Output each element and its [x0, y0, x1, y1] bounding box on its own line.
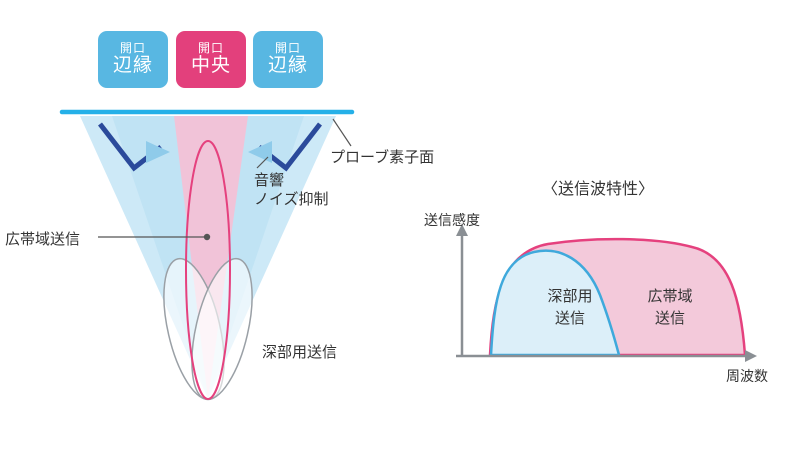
aperture-box-center: 開口 中央	[176, 31, 246, 88]
x-axis-arrow-icon	[745, 350, 757, 362]
aperture-box-label-bottom: 中央	[190, 55, 231, 77]
aperture-box-label-top: 開口	[274, 40, 301, 55]
noise-suppression-label-line1: 音響	[254, 172, 285, 189]
inward-arrow-left-icon	[146, 141, 170, 163]
deep-transmit-label: 深部用送信	[262, 344, 338, 361]
aperture-box-label-top: 開口	[119, 40, 146, 55]
graph-title: 〈送信波特性〉	[542, 181, 655, 198]
aperture-box-edge-left: 開口 辺縁	[98, 31, 168, 88]
probe-label-leader-line	[332, 118, 352, 147]
inward-arrow-right-icon	[248, 141, 272, 163]
noise-suppression-label-line2: ノイズ抑制	[254, 191, 329, 208]
graph-deep-series-label-line2: 送信	[554, 309, 585, 327]
aperture-box-edge-right: 開口 辺縁	[253, 31, 323, 88]
noise-label-leader-line	[256, 156, 269, 169]
wideband-pointer-dot	[203, 233, 211, 241]
graph-deep-series-label: 深部用 送信	[538, 286, 602, 330]
center-pink-band	[174, 116, 248, 399]
aperture-box-label-bottom: 辺縁	[112, 55, 153, 77]
graph-wideband-series-label-line1: 広帯域	[647, 288, 693, 305]
graph-wideband-series-label: 広帯域 送信	[638, 286, 702, 330]
graph-deep-curve	[489, 249, 621, 357]
graph-x-axis-label: 周波数	[726, 368, 768, 384]
y-axis-arrow-icon	[456, 224, 468, 236]
probe-surface-label: プローブ素子面	[330, 149, 435, 166]
wideband-beam-outline	[185, 140, 231, 400]
wideband-transmit-label: 広帯域送信	[5, 231, 81, 248]
graph-wideband-series-label-line2: 送信	[654, 309, 685, 327]
graph-deep-series-label-line1: 深部用	[547, 288, 593, 305]
graph-y-axis-label: 送信感度	[424, 212, 480, 228]
aperture-box-label-top: 開口	[197, 40, 224, 55]
aperture-box-label-bottom: 辺縁	[267, 55, 308, 77]
